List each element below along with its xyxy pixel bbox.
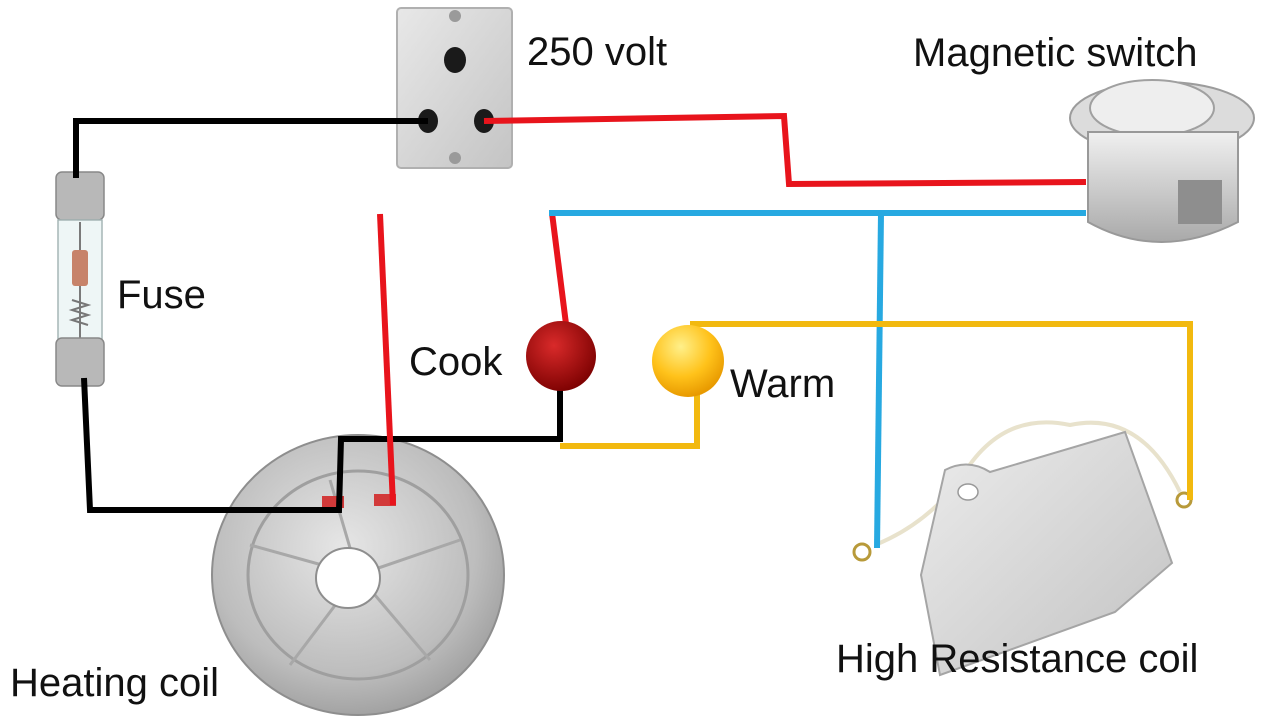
warm-lamp xyxy=(652,325,724,397)
neutral-wire-socket-to-fuse xyxy=(73,118,428,178)
switch-wire-drop xyxy=(874,212,884,549)
fuse xyxy=(55,171,105,387)
heating-coil xyxy=(211,434,505,716)
cook-label: Cook xyxy=(409,340,503,384)
resistance-coil xyxy=(852,420,1193,677)
live-wire-cook-to-switch xyxy=(549,212,569,325)
wires xyxy=(73,112,1193,549)
magnetic-switch-label: Magnetic switch xyxy=(913,31,1198,75)
high-resistance-coil-label: High Resistance coil xyxy=(836,637,1198,681)
heating-coil-label: Heating coil xyxy=(10,661,219,705)
cook-lamp xyxy=(526,321,596,391)
socket xyxy=(396,7,513,169)
live-wire-coil-to-cook xyxy=(377,213,396,506)
live-wire-socket-to-switch xyxy=(483,112,1087,188)
neutral-wire-fuse-to-coil xyxy=(81,377,563,513)
supply-label: 250 volt xyxy=(527,30,667,74)
fuse-label: Fuse xyxy=(117,273,206,317)
warm-wire-lamp-to-coil xyxy=(560,392,700,449)
warm-wire-top-run xyxy=(690,321,1193,500)
warm-label: Warm xyxy=(730,362,835,406)
magnetic-switch xyxy=(1069,79,1255,243)
